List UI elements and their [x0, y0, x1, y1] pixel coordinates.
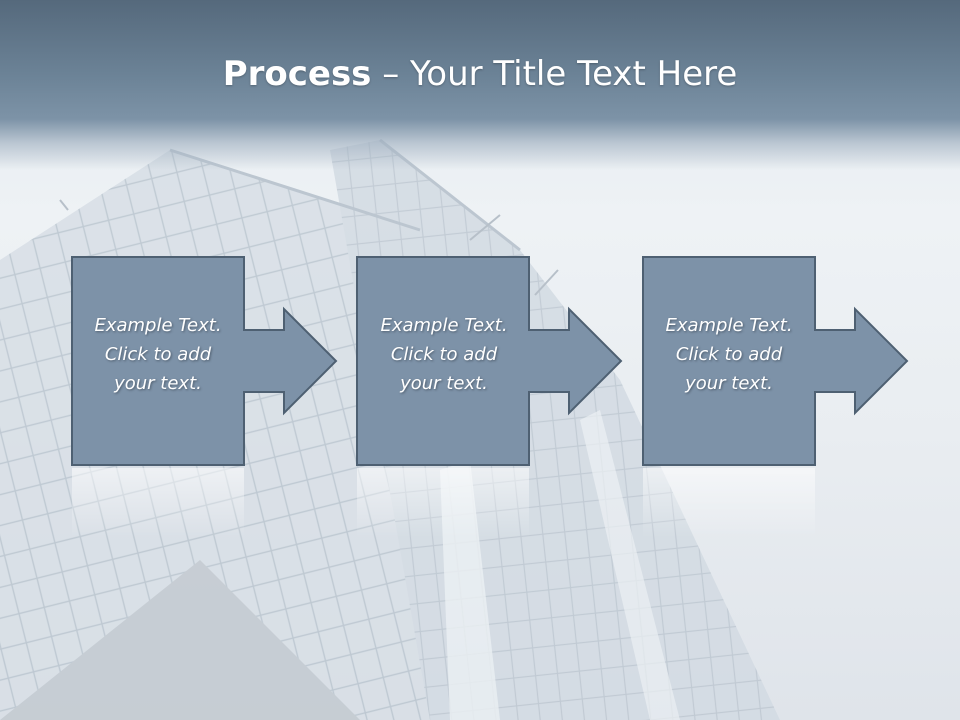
step-2-arrow-box[interactable] — [356, 256, 623, 466]
step-2-text[interactable]: Example Text. Click to add your text. — [358, 311, 530, 398]
step-3-line-1: Example Text. — [665, 315, 793, 336]
step-3-line-3: your text. — [685, 373, 773, 394]
slide-title[interactable]: Process – Your Title Text Here — [0, 52, 960, 96]
step-2-line-3: your text. — [400, 373, 488, 394]
step-1-line-2: Click to add — [104, 344, 212, 365]
title-bold: Process — [222, 54, 372, 94]
step-3-arrow-box[interactable] — [642, 256, 909, 466]
step-1-reflection — [72, 468, 244, 538]
title-rest: – Your Title Text Here — [371, 54, 738, 94]
step-3-reflection — [643, 468, 815, 538]
step-2-line-1: Example Text. — [380, 315, 508, 336]
step-3-line-2: Click to add — [675, 344, 783, 365]
step-1-line-1: Example Text. — [94, 315, 222, 336]
step-2-reflection — [357, 468, 529, 538]
step-3-text[interactable]: Example Text. Click to add your text. — [643, 311, 815, 398]
step-1-arrow-box[interactable] — [71, 256, 338, 466]
title-band — [0, 0, 960, 170]
step-1-line-3: your text. — [114, 373, 202, 394]
step-2-line-2: Click to add — [390, 344, 498, 365]
step-1-text[interactable]: Example Text. Click to add your text. — [72, 311, 244, 398]
